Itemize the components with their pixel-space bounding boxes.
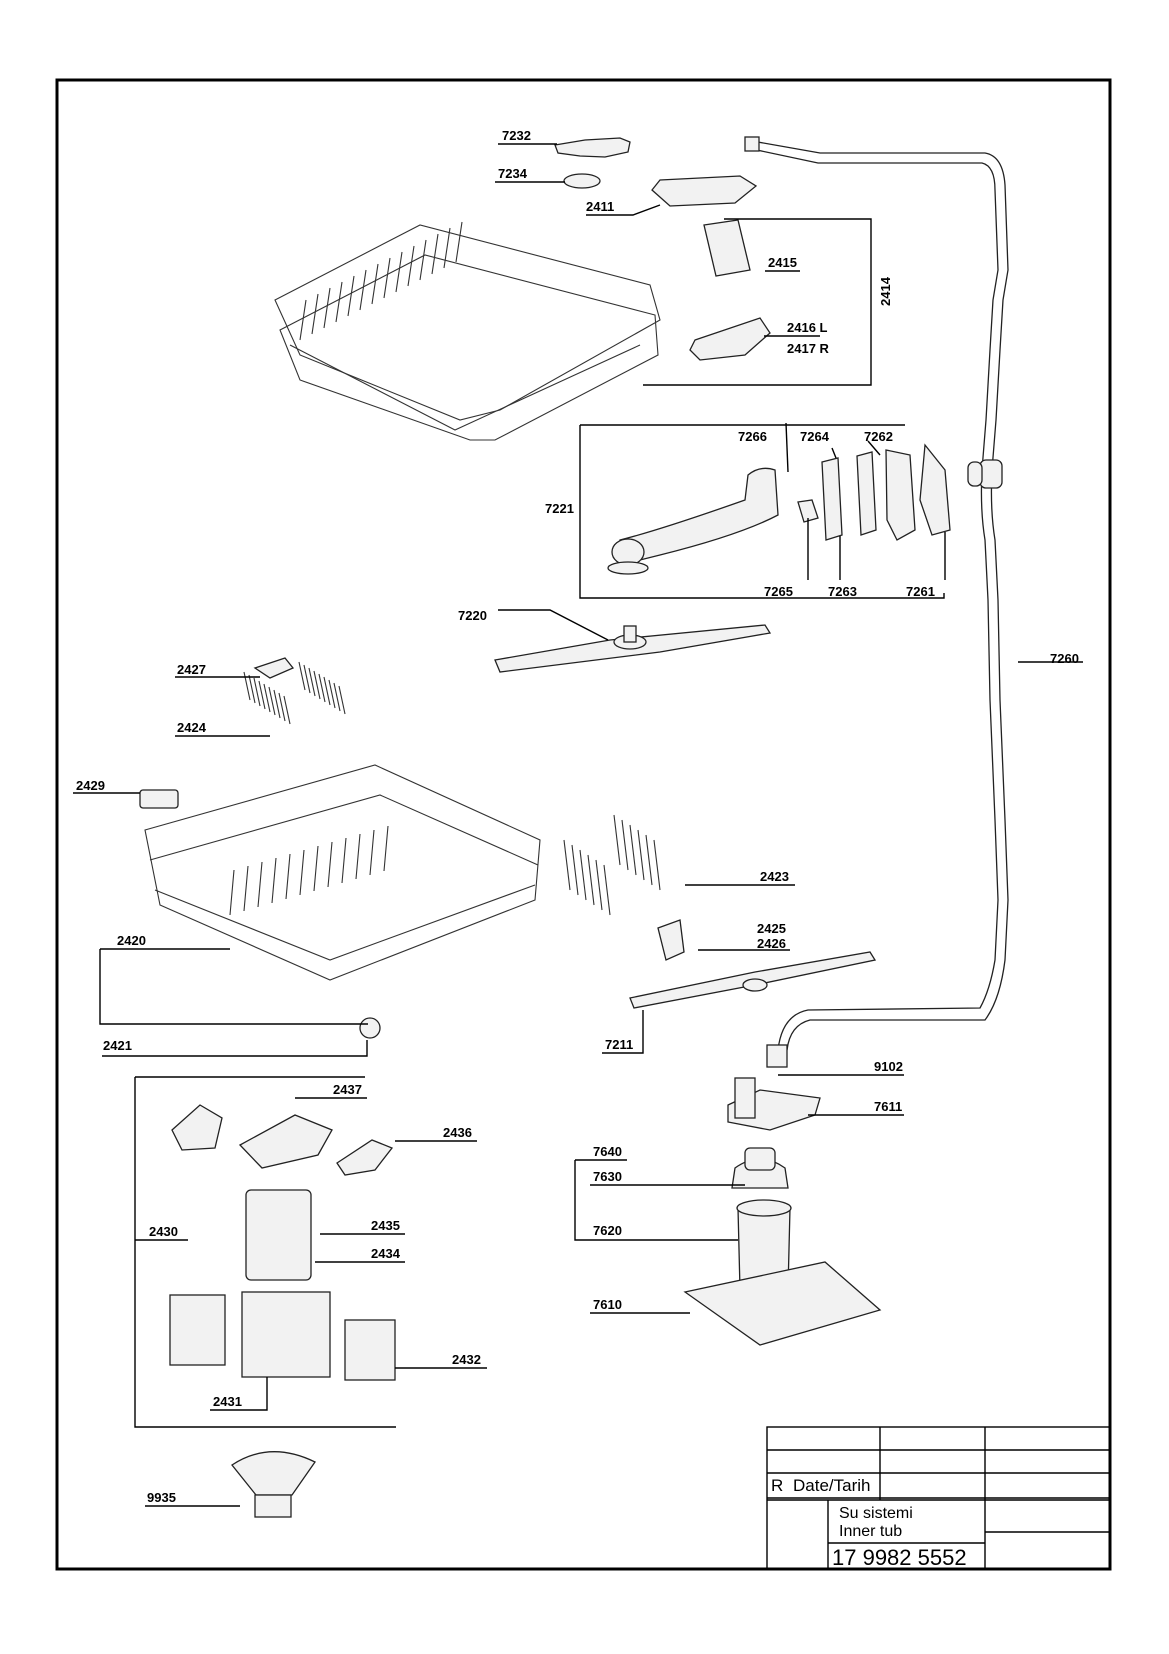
label-7234: 7234 — [498, 166, 528, 181]
upper-spray-arm-group — [607, 443, 951, 575]
upper-small-parts — [554, 137, 771, 361]
label-7610: 7610 — [593, 1297, 622, 1312]
label-2437: 2437 — [333, 1082, 362, 1097]
label-2415: 2415 — [768, 255, 797, 270]
middle-spray-arm — [494, 624, 772, 673]
label-2417-r: 2417 R — [787, 341, 830, 356]
label-7262: 7262 — [864, 429, 893, 444]
label-2431: 2431 — [213, 1394, 242, 1409]
part-labels: 7232 7234 2411 2415 2414 2416 L 2417 R 7… — [76, 128, 1079, 1505]
label-2411: 2411 — [586, 199, 614, 214]
label-7265: 7265 — [764, 584, 793, 599]
title-block-name-en: Inner tub — [839, 1523, 902, 1540]
lower-spray-arm — [629, 951, 877, 1009]
title-block — [766, 1426, 1111, 1570]
label-2421: 2421 — [103, 1038, 132, 1053]
leader-lines — [73, 143, 1083, 1507]
cutlery-basket-group — [169, 1104, 396, 1381]
label-9935: 9935 — [147, 1490, 176, 1505]
label-9102: 9102 — [874, 1059, 903, 1074]
upper-basket — [274, 221, 661, 441]
label-7220: 7220 — [458, 608, 487, 623]
label-2414: 2414 — [878, 276, 893, 306]
label-2436: 2436 — [443, 1125, 472, 1140]
lower-basket-accessories — [139, 657, 346, 809]
label-7232: 7232 — [502, 128, 531, 143]
label-7266: 7266 — [738, 429, 767, 444]
label-7264: 7264 — [800, 429, 830, 444]
label-7611: 7611 — [874, 1099, 902, 1114]
title-block-rev: R — [771, 1476, 783, 1495]
label-7261: 7261 — [906, 584, 935, 599]
label-7630: 7630 — [593, 1169, 622, 1184]
label-7221: 7221 — [545, 501, 574, 516]
drawing-frame — [55, 78, 1112, 1571]
label-7640: 7640 — [593, 1144, 622, 1159]
label-2416-l: 2416 L — [787, 320, 828, 335]
label-2424: 2424 — [177, 720, 207, 735]
salt-funnel — [231, 1451, 316, 1518]
label-7260: 7260 — [1050, 651, 1079, 666]
title-block-date-label: Date/Tarih — [793, 1476, 870, 1495]
title-block-drawing-number: 17 9982 5552 — [832, 1545, 967, 1570]
label-2426: 2426 — [757, 936, 786, 951]
label-2432: 2432 — [452, 1352, 481, 1367]
lower-basket — [144, 764, 541, 1039]
label-2425: 2425 — [757, 921, 786, 936]
tine-racks-2423 — [563, 814, 685, 961]
label-2435: 2435 — [371, 1218, 400, 1233]
label-2427: 2427 — [177, 662, 206, 677]
label-2420: 2420 — [117, 933, 146, 948]
label-2429: 2429 — [76, 778, 105, 793]
title-block-name-tr: Su sistemi — [839, 1505, 913, 1522]
label-7620: 7620 — [593, 1223, 622, 1238]
label-2430: 2430 — [149, 1224, 178, 1239]
label-2434: 2434 — [371, 1246, 401, 1261]
sump-and-filter — [683, 1044, 882, 1346]
water-pipe-7260 — [744, 136, 1009, 1051]
label-7263: 7263 — [828, 584, 857, 599]
label-2423: 2423 — [760, 869, 789, 884]
label-7211: 7211 — [605, 1037, 633, 1052]
